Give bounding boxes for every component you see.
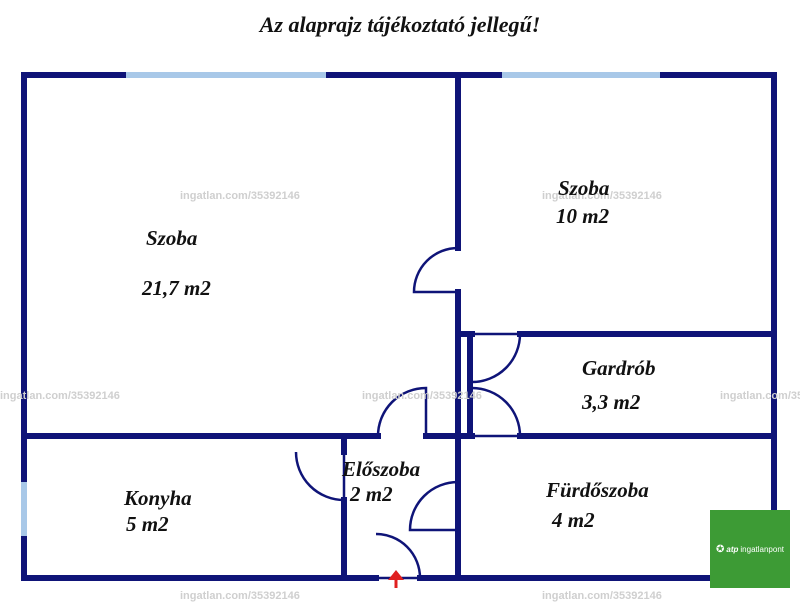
door-bath-lower: [408, 480, 459, 532]
watermark: ingatlan.com/35392146: [542, 590, 662, 602]
door-entrance: [375, 532, 422, 580]
door-room-21: [412, 246, 459, 294]
room-name-konyha: Konyha: [124, 486, 192, 510]
door-bath-upper: [471, 386, 522, 438]
watermark: ingatlan.com/35392146: [542, 190, 662, 202]
room-name-eloszoba: Előszoba: [342, 457, 421, 481]
room-name-szoba-small: Szoba: [558, 176, 610, 200]
room-area-szoba-small: 10 m2: [556, 204, 610, 228]
room-name-gardrob: Gardrób: [582, 356, 656, 380]
atp-ingatlanpont-logo: ✪ atp ingatlanpont: [710, 510, 790, 588]
watermark: ingatlan.com/35392146: [180, 190, 300, 202]
watermark: ingatlan.com/35392146: [362, 390, 482, 402]
room-area-furdoszoba: 4 m2: [552, 508, 595, 532]
door-hall: [376, 386, 428, 437]
logo-mark-icon: ✪: [716, 543, 725, 555]
room-area-eloszoba: 2 m2: [350, 482, 393, 506]
door-kitchen: [294, 451, 346, 502]
room-area-konyha: 5 m2: [126, 512, 169, 536]
room-area-gardrob: 3,3 m2: [582, 390, 641, 414]
doors: [294, 246, 522, 580]
logo-brand: atp: [726, 544, 739, 554]
windows: [21, 72, 660, 536]
watermark: ingatlan.com/35392146: [720, 390, 800, 402]
room-name-furdoszoba: Fürdőszoba: [546, 478, 649, 502]
door-gardrob: [471, 332, 522, 384]
logo-text: ingatlanpont: [740, 544, 784, 554]
watermark: ingatlan.com/35392146: [0, 390, 120, 402]
watermark: ingatlan.com/35392146: [180, 590, 300, 602]
plan-disclaimer-title: Az alaprajz tájékoztató jellegű!: [259, 12, 541, 37]
room-area-szoba-large: 21,7 m2: [142, 276, 211, 300]
room-name-szoba-large: Szoba: [146, 226, 198, 250]
entrance-arrow: [388, 570, 404, 588]
